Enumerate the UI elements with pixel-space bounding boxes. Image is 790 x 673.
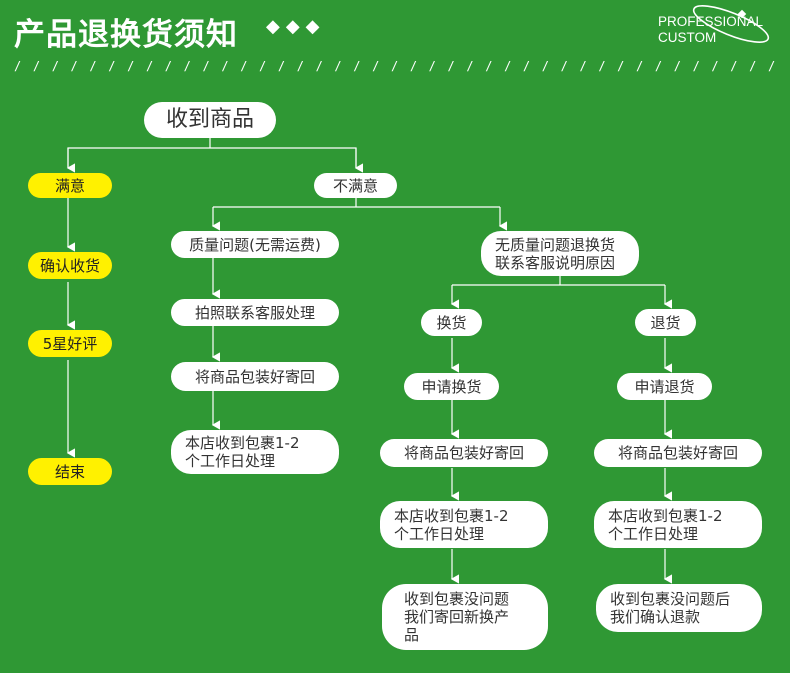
unsatisfied-node: 不满意 bbox=[314, 173, 397, 198]
exchange-ship-back-node: 将商品包装好寄回 bbox=[380, 439, 548, 467]
start-node: 收到商品 bbox=[144, 102, 276, 138]
brand-line-1: PROFESSIONAL bbox=[658, 14, 764, 29]
refund-apply-node: 申请退货 bbox=[617, 373, 712, 400]
quality-step-contact-node: 拍照联系客服处理 bbox=[171, 299, 339, 326]
refund-result-node: 收到包裹没问题后 我们确认退款 bbox=[596, 584, 762, 632]
brand-text: PROFESSIONAL CUSTOM bbox=[658, 14, 763, 46]
no-quality-line-2: 联系客服说明原因 bbox=[495, 253, 616, 272]
refund-ship-back-node: 将商品包装好寄回 bbox=[594, 439, 762, 467]
refund-process-node: 本店收到包裹1-2 个工作日处理 bbox=[594, 501, 762, 548]
diamond-decoration-icon: ◆◆◆ bbox=[266, 16, 326, 37]
page-title: 产品退换货须知 bbox=[14, 17, 238, 53]
exchange-process-node: 本店收到包裹1-2 个工作日处理 bbox=[380, 501, 548, 548]
brand-orbit-icon bbox=[692, 5, 770, 43]
exchange-node: 换货 bbox=[421, 309, 482, 336]
quality-issue-node: 质量问题(无需运费) bbox=[171, 231, 339, 258]
no-quality-line-1: 无质量问题退换货 bbox=[495, 235, 616, 254]
confirm-receipt-node: 确认收货 bbox=[28, 252, 112, 279]
no-quality-issue-node: 无质量问题退换货 联系客服说明原因 bbox=[481, 231, 639, 276]
quality-step-ship-back-node: 将商品包装好寄回 bbox=[171, 362, 339, 391]
five-star-review-node: 5星好评 bbox=[28, 330, 112, 357]
exchange-apply-node: 申请换货 bbox=[404, 373, 499, 400]
brand-line-2: CUSTOM bbox=[658, 30, 717, 45]
end-node: 结束 bbox=[28, 458, 112, 485]
header-divider: / / / / / / / / / / / / / / / / / / / / … bbox=[14, 59, 778, 73]
refund-node: 退货 bbox=[635, 309, 696, 336]
exchange-result-node: 收到包裹没问题 我们寄回新换产 品 bbox=[382, 584, 548, 650]
quality-step-process-node: 本店收到包裹1-2 个工作日处理 bbox=[171, 430, 339, 474]
satisfied-node: 满意 bbox=[28, 173, 112, 198]
